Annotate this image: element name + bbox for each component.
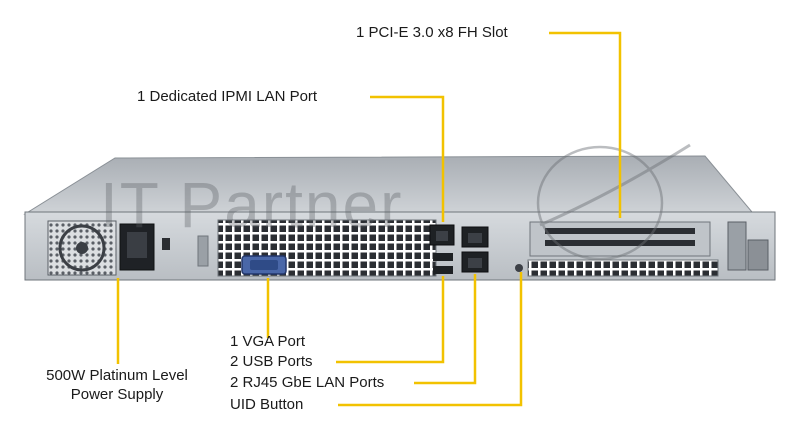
watermark-text: IT Partner <box>100 169 404 241</box>
callout-line-lan <box>414 274 477 385</box>
usb-port-1 <box>433 253 453 261</box>
callout-lines <box>116 31 622 407</box>
uid-button-mark <box>515 264 523 272</box>
label-vga-port: 1 VGA Port <box>230 333 306 350</box>
callout-line-uid <box>338 272 523 407</box>
label-ipmi-port: 1 Dedicated IPMI LAN Port <box>137 88 318 105</box>
label-pcie-slot: 1 PCI-E 3.0 x8 FH Slot <box>356 24 508 41</box>
callout-line-usb <box>336 276 445 364</box>
label-psu-line1: 500W Platinum Level <box>46 367 188 384</box>
callout-line-pcie <box>549 31 622 218</box>
label-lan-ports: 2 RJ45 GbE LAN Ports <box>230 374 385 391</box>
callout-line-ipmi <box>370 95 445 222</box>
pcie-slot-bracket <box>529 221 711 257</box>
watermark-logo <box>536 143 691 261</box>
label-psu-line2: Power Supply <box>70 386 164 403</box>
label-usb-ports: 2 USB Ports <box>230 353 313 370</box>
label-uid-button: UID Button <box>230 396 304 413</box>
usb-port-2 <box>433 266 453 274</box>
